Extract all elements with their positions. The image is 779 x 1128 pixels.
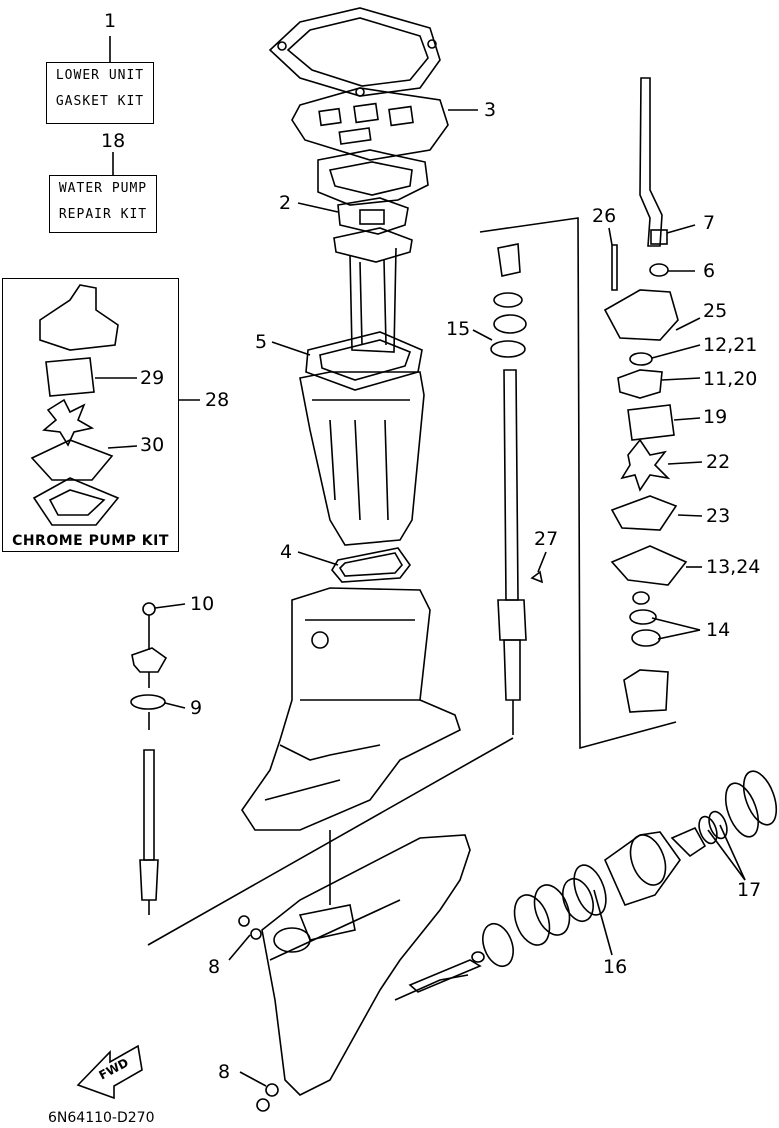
lower-unit-gasket-kit-box: LOWER UNIT GASKET KIT: [46, 62, 154, 124]
leader-14b: [657, 629, 701, 640]
shift-rod-assembly: [130, 602, 168, 915]
leader-12-21: [651, 344, 701, 359]
screw-8a: [238, 915, 250, 927]
callout-2: 2: [279, 192, 292, 214]
callout-13-24: 13,24: [706, 556, 761, 578]
gasket-3: [291, 87, 449, 161]
lower-case: [261, 830, 471, 1096]
leader-7: [666, 224, 696, 234]
gasket-2: [337, 197, 409, 235]
callout-26: 26: [592, 205, 617, 227]
leader-30: [107, 445, 138, 449]
adapter-housing: [317, 149, 429, 206]
callout-6: 6: [703, 260, 716, 282]
callout-18: 18: [101, 130, 126, 152]
callout-4: 4: [280, 541, 293, 563]
callout-25: 25: [703, 300, 728, 322]
callout-10: 10: [190, 593, 215, 615]
gasket-5: [305, 331, 423, 391]
callout-11-20: 11,20: [703, 368, 758, 390]
callout-15: 15: [446, 318, 471, 340]
leader-19: [673, 417, 701, 421]
leader-9: [164, 702, 186, 709]
callout-17: 17: [737, 879, 762, 901]
leader-25: [675, 317, 701, 331]
drawing-code: 6N64110-D270: [48, 1110, 155, 1126]
kit-line2: REPAIR KIT: [58, 207, 148, 222]
callout-29: 29: [140, 367, 165, 389]
screw-8b: [256, 1098, 270, 1112]
leader-8a: [228, 934, 251, 961]
water-pump-assembly: [603, 77, 688, 713]
washer-8a: [250, 928, 262, 940]
upper-casing: [299, 371, 425, 546]
leader-22: [667, 461, 703, 465]
callout-3: 3: [484, 99, 497, 121]
callout-8b: 8: [218, 1061, 231, 1083]
drive-shaft-assembly: [490, 243, 544, 735]
callout-27: 27: [534, 528, 559, 550]
callout-22: 22: [706, 451, 731, 473]
leader-10: [154, 603, 186, 609]
leader-5: [271, 341, 311, 356]
leader-17a: [707, 829, 746, 881]
callout-16: 16: [603, 956, 628, 978]
leader-14a: [651, 617, 701, 631]
kit-line1: WATER PUMP: [58, 181, 148, 196]
callout-5: 5: [255, 331, 268, 353]
chrome-pump-kit-parts: [30, 284, 120, 526]
callout-8a: 8: [208, 956, 221, 978]
fwd-arrow-icon: [76, 1044, 143, 1100]
washer-8b: [265, 1083, 279, 1097]
leader-17b: [719, 824, 746, 881]
propeller-shaft-assembly: [408, 770, 778, 993]
leader-15: [472, 329, 493, 341]
leader-8b: [239, 1071, 267, 1087]
callout-1: 1: [104, 10, 117, 32]
water-pump-repair-kit-box: WATER PUMP REPAIR KIT: [49, 175, 157, 233]
chrome-pump-kit-box: CHROME PUMP KIT: [2, 278, 179, 552]
kit-line1: LOWER UNIT: [55, 68, 145, 83]
upper-case: [241, 587, 461, 831]
callout-19: 19: [703, 406, 728, 428]
chrome-pump-kit-label: CHROME PUMP KIT: [12, 533, 169, 549]
callout-7: 7: [703, 212, 716, 234]
leader-11-20: [661, 377, 701, 381]
callout-9: 9: [190, 697, 203, 719]
exhaust-tube: [333, 227, 413, 353]
callout-30: 30: [140, 434, 165, 456]
group-line-pump: [479, 217, 677, 750]
callout-12-21: 12,21: [703, 334, 758, 356]
leader-26: [608, 227, 613, 246]
callout-14: 14: [706, 619, 731, 641]
leader-2: [297, 202, 339, 213]
callout-28: 28: [205, 389, 230, 411]
kit-line2: GASKET KIT: [55, 94, 145, 109]
top-gasket-plate: [268, 7, 441, 97]
leader-16: [593, 889, 613, 956]
leader-23: [677, 514, 703, 517]
callout-23: 23: [706, 505, 731, 527]
leader-27: [537, 551, 547, 573]
leader-4: [297, 551, 339, 566]
gasket-4: [331, 547, 411, 583]
